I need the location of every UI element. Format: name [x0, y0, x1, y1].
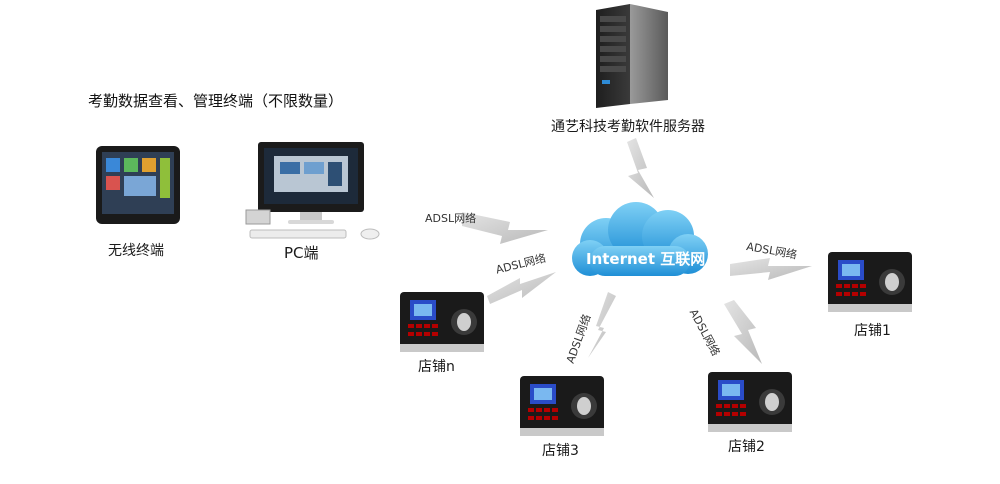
- store-1-device: [828, 252, 912, 312]
- store-3-device: [520, 376, 604, 436]
- store-2-label: 店铺2: [728, 439, 765, 455]
- store-1-label: 店铺1: [854, 323, 891, 339]
- server-icon: [596, 4, 668, 108]
- fingerprint-terminal-icon: [400, 292, 484, 352]
- server-label: 通艺科技考勤软件服务器: [551, 119, 705, 135]
- bolt-store2-cloud: [724, 300, 762, 364]
- bolt-pc-cloud: [462, 212, 548, 244]
- store-3-label: 店铺3: [542, 443, 579, 459]
- tablet-node: [94, 144, 182, 226]
- adsl-label-pc: ADSL网络: [425, 212, 477, 225]
- fingerprint-terminal-icon: [708, 372, 792, 432]
- store-2-device: [708, 372, 792, 432]
- bolt-storen-cloud: [487, 272, 556, 304]
- fingerprint-terminal-icon: [828, 252, 912, 312]
- internet-cloud: Internet 互联网: [566, 196, 716, 292]
- server-node: [590, 4, 674, 108]
- tablet-label: 无线终端: [108, 243, 164, 259]
- bolt-store3-cloud: [588, 292, 616, 358]
- diagram-title: 考勤数据查看、管理终端（不限数量）: [88, 92, 344, 110]
- pc-label: PC端: [284, 244, 319, 262]
- pc-icon: [245, 142, 380, 240]
- cloud-icon: [572, 202, 708, 276]
- pc-node: [244, 142, 384, 242]
- bolt-store1-cloud: [730, 258, 812, 280]
- fingerprint-terminal-icon: [520, 376, 604, 436]
- tablet-icon: [96, 146, 180, 224]
- cloud-label: Internet 互联网: [586, 250, 706, 268]
- store-n-device: [400, 292, 484, 352]
- bolt-server-cloud: [627, 138, 654, 198]
- store-n-label: 店铺n: [418, 359, 455, 375]
